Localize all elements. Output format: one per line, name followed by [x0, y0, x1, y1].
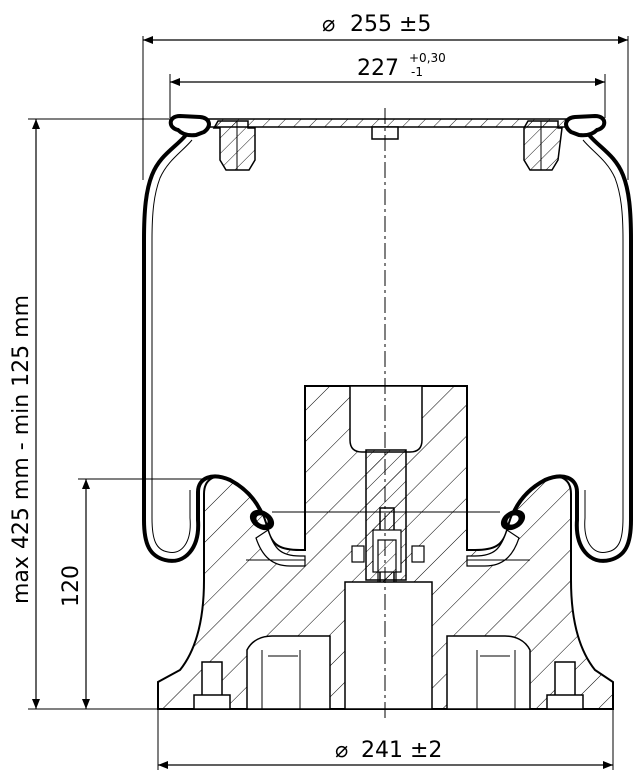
top-plate-tolerance-upper: +0,30 — [409, 51, 446, 65]
dim-top-inner: 227 +0,30 -1 — [169, 51, 606, 118]
top-plate — [168, 113, 607, 171]
dim-height-range: max 425 mm - min 125 mm — [9, 118, 232, 710]
top-plate-width-label: 227 — [357, 56, 399, 81]
diameter-symbol-bottom: ⌀ — [335, 738, 348, 763]
dim-piston-height: 120 — [59, 478, 205, 709]
bottom-diameter-label: 241 ±2 — [361, 738, 442, 763]
height-range-label: max 425 mm - min 125 mm — [9, 295, 34, 604]
top-outer-diameter-label: 255 ±5 — [350, 12, 431, 37]
top-plate-tolerance-lower: -1 — [411, 65, 423, 79]
dim-top-outer: ⌀ 255 ±5 — [142, 12, 629, 180]
piston-height-label: 120 — [59, 565, 84, 607]
dim-bottom-diameter: ⌀ 241 ±2 — [157, 709, 614, 770]
diameter-symbol-top: ⌀ — [322, 12, 335, 37]
